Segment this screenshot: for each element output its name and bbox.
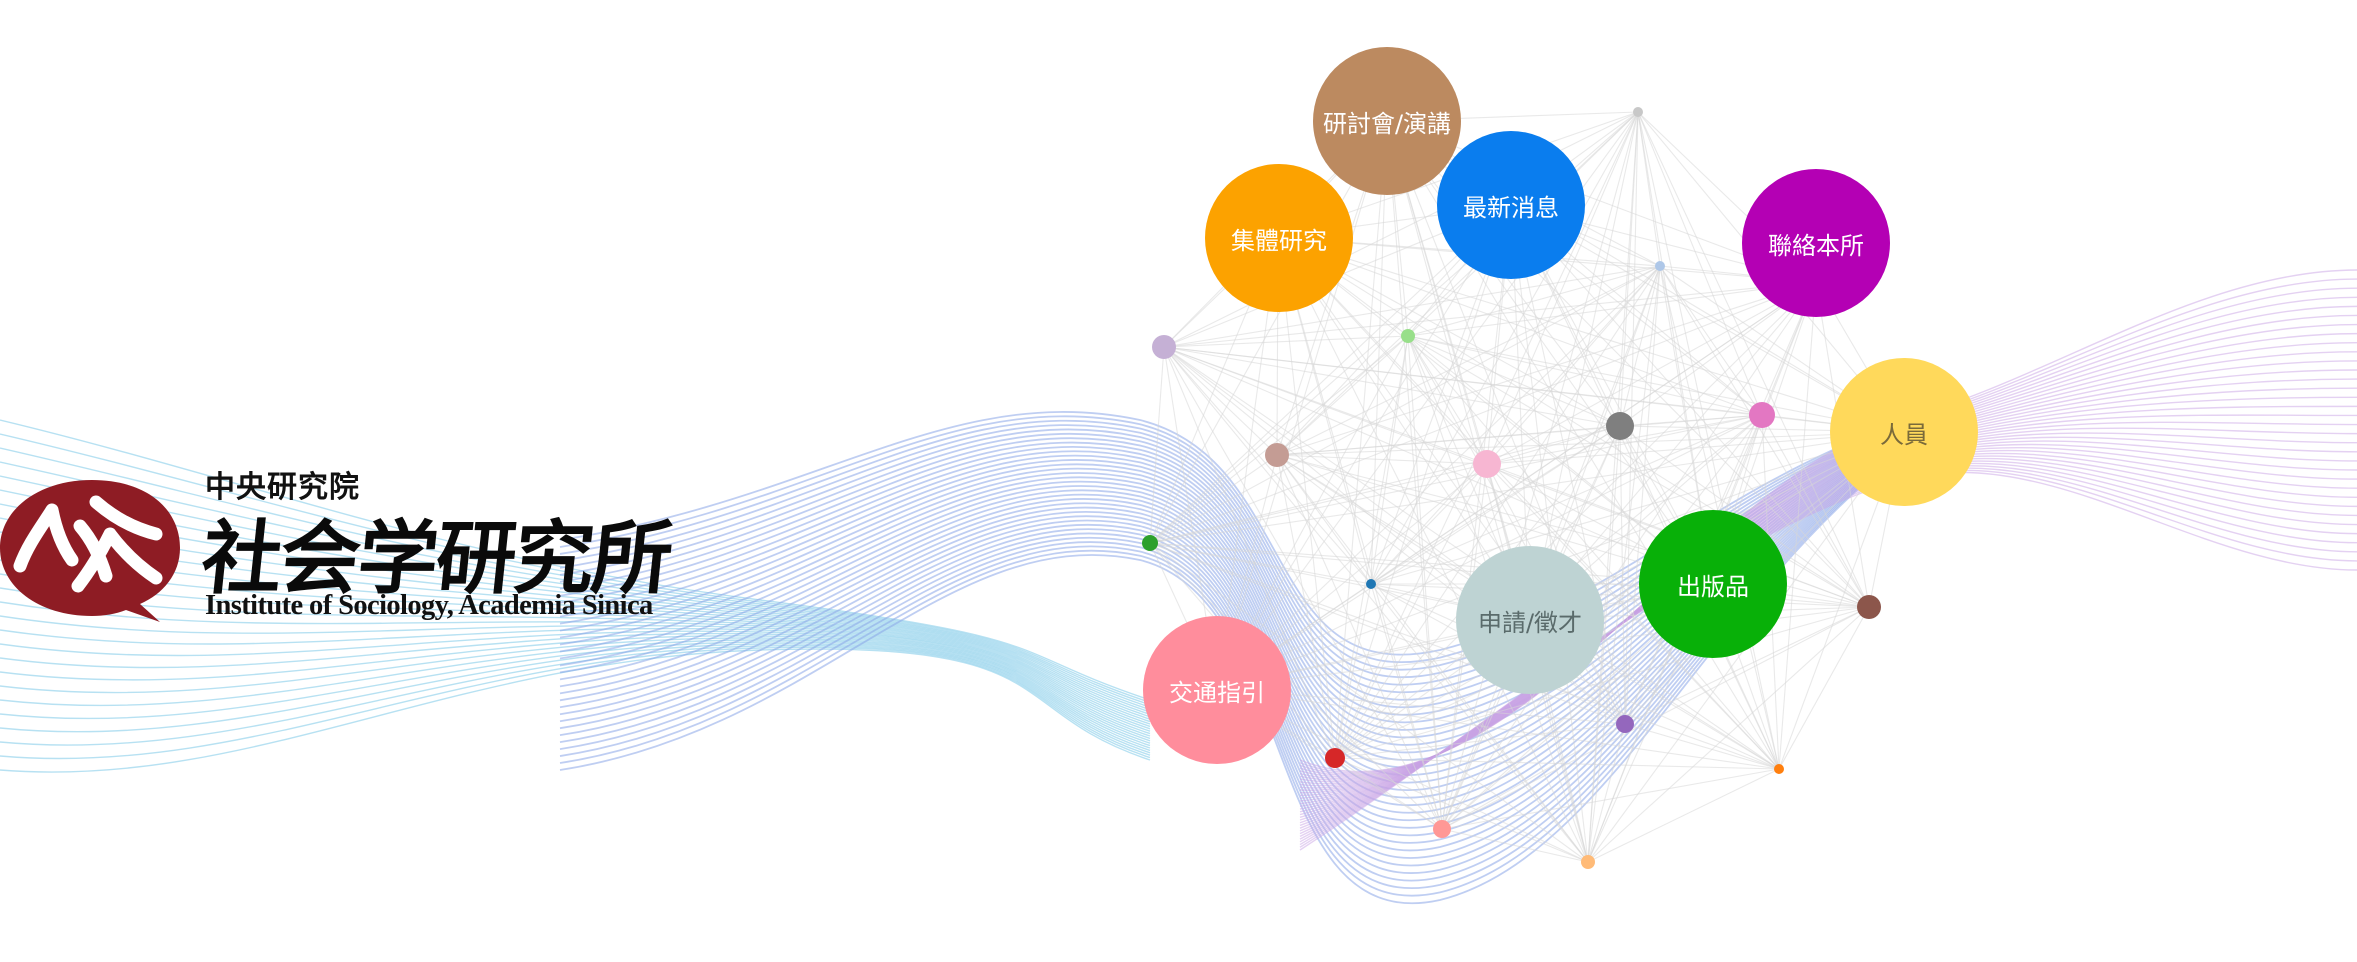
network-node xyxy=(1606,412,1634,440)
cyan-wave-lines xyxy=(0,419,1151,773)
nav-publications-label: 出版品 xyxy=(1677,572,1749,601)
network-node xyxy=(1142,535,1158,551)
network-node xyxy=(1774,764,1784,774)
network-node xyxy=(1857,595,1881,619)
academia-sinica-label: 中央研究院 xyxy=(205,470,360,505)
network-node xyxy=(1616,715,1634,733)
nav-group-research-button[interactable]: 集體研究 xyxy=(1205,164,1353,312)
nav-transport-button[interactable]: 交通指引 xyxy=(1143,616,1291,764)
nav-contact-button[interactable]: 聯絡本所 xyxy=(1742,169,1890,317)
nav-application-label: 申請/徵才 xyxy=(1477,608,1583,637)
network-node xyxy=(1655,261,1665,271)
nav-news-label: 最新消息 xyxy=(1463,193,1559,222)
nav-contact-label: 聯絡本所 xyxy=(1768,231,1864,260)
nav-conferences-button[interactable]: 研討會/演講 xyxy=(1313,47,1461,195)
network-node xyxy=(1749,402,1775,428)
nav-conferences-label: 研討會/演講 xyxy=(1322,109,1452,138)
network-node xyxy=(1366,579,1376,589)
nav-transport-label: 交通指引 xyxy=(1169,678,1265,707)
logo-emblem xyxy=(0,480,180,622)
institute-english-name: Institute of Sociology, Academia Sinica xyxy=(205,590,653,621)
nav-news-button[interactable]: 最新消息 xyxy=(1437,131,1585,279)
network-node xyxy=(1401,329,1415,343)
network-nodes xyxy=(1142,107,1881,869)
network-node xyxy=(1433,820,1451,838)
nav-people-button[interactable]: 人員 xyxy=(1830,358,1978,506)
network-node xyxy=(1152,335,1176,359)
nav-publications-button[interactable]: 出版品 xyxy=(1639,510,1787,658)
nav-group-research-label: 集體研究 xyxy=(1231,226,1327,255)
network-node xyxy=(1325,748,1345,768)
network-node xyxy=(1265,443,1289,467)
institution-logo[interactable]: 中央研究院 社会学研究所 Institute of Sociology, Aca… xyxy=(0,462,700,632)
nav-people-label: 人員 xyxy=(1880,420,1928,449)
nav-application-button[interactable]: 申請/徵才 xyxy=(1456,546,1604,694)
network-node xyxy=(1581,855,1595,869)
network-node xyxy=(1633,107,1643,117)
network-node xyxy=(1473,450,1501,478)
